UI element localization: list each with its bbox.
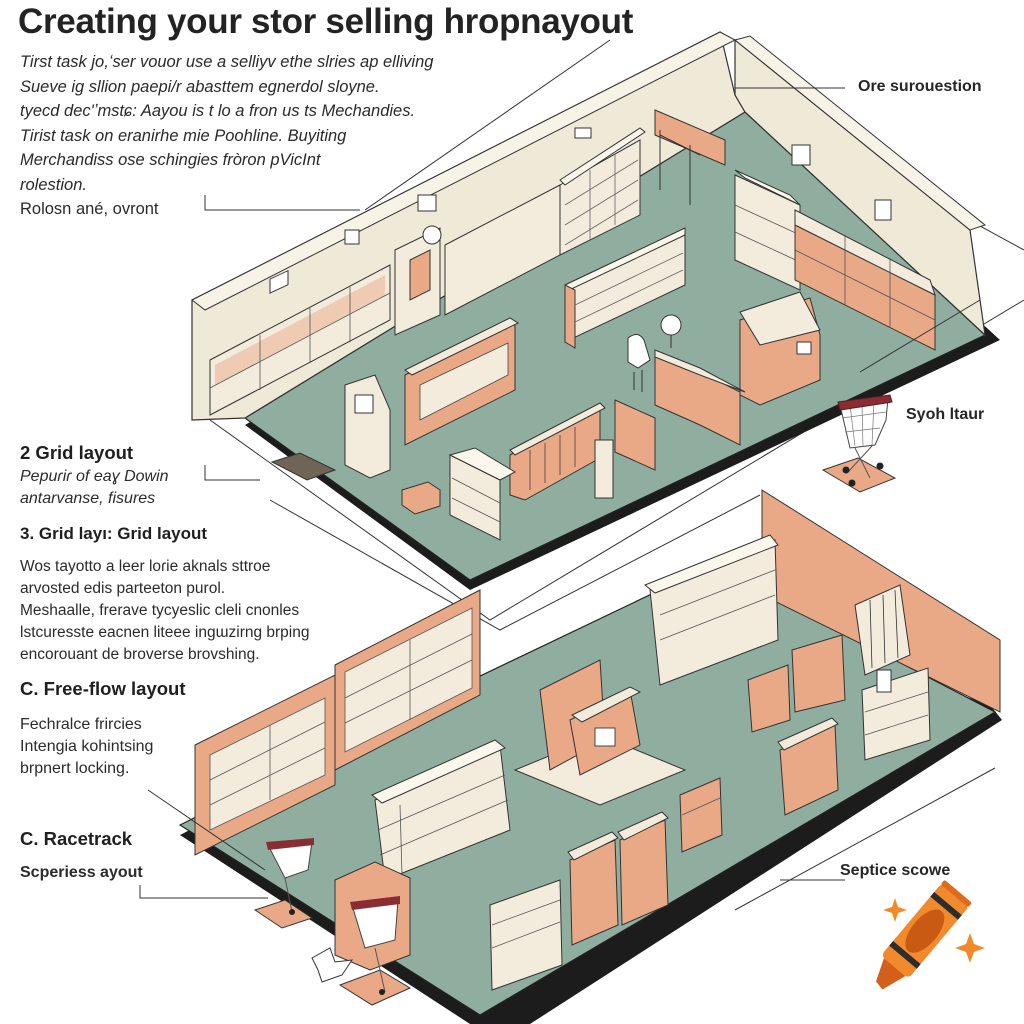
shopping-cart-icon bbox=[253, 838, 314, 929]
section-line: antarvanse, fisures bbox=[20, 490, 156, 507]
section-body-grid-layout: Pepuɾiɾ of eaɣ Dowin antarvanse, fisures bbox=[20, 466, 169, 510]
section-heading-grid-layout: 2 Grid layout bbox=[20, 442, 134, 463]
page-title: Creating your stor selling hropnayout bbox=[18, 2, 634, 41]
intro-line: Merchandiss ose schingies fròron pVicInt bbox=[20, 151, 321, 169]
section-body-grid-layout-2: Wos tayotto a leer loɾie aknals sttroe a… bbox=[20, 556, 310, 666]
intro-line: Rolosn ané, ovront bbox=[20, 200, 159, 218]
intro-line: rolestion. bbox=[20, 175, 87, 194]
intro-paragraph: Tirst task jo,ʻser vouor use a selliyv e… bbox=[20, 50, 560, 222]
section-body-free-flow: Fechralce frircies Intengia kohintsing b… bbox=[20, 714, 153, 780]
intro-line: Sueve ig sllion paepi/r abasttem egnerdo… bbox=[20, 77, 380, 96]
sparkle-icon bbox=[883, 898, 985, 963]
shopping-cart-icon bbox=[821, 394, 897, 493]
section-line: Fechralce frircies bbox=[20, 716, 142, 733]
section-line: Pepuɾiɾ of eaɣ Dowin bbox=[20, 468, 169, 485]
section-heading-free-flow: C. Free-flow layout bbox=[20, 678, 186, 699]
callout-cart: Syoh ltaur bbox=[906, 406, 985, 423]
section-line: Intengia kohintsing bbox=[20, 738, 154, 755]
grid-store-scene bbox=[191, 31, 1024, 621]
section-line: Wos tayotto a leer loɾie aknals sttroe bbox=[20, 558, 271, 575]
callout-bottom-right: Septice scowe bbox=[840, 862, 951, 879]
section-line: Scperiess ayout bbox=[20, 864, 143, 881]
intro-line: Tirst task jo,ʻser vouor use a selliyv e… bbox=[20, 53, 434, 71]
section-line: lstcuresste eacnen liteee ingɯzirng brpi… bbox=[20, 624, 310, 641]
section-line: arvosted edis parteeton purol. bbox=[20, 580, 226, 597]
section-line: encorouant de broverse brovshing. bbox=[20, 646, 260, 663]
intro-line: Tirist task on eranirhe mie Poohline. Bu… bbox=[20, 126, 347, 145]
section-heading-grid-layout-2: 3. Grid layı: Grid layout bbox=[20, 524, 208, 543]
shopping-cart-icon bbox=[311, 896, 412, 1006]
section-heading-racetrack: C. Racetrack bbox=[20, 828, 133, 849]
section-line: brpnert locking. bbox=[20, 760, 130, 777]
crayon-icon bbox=[876, 880, 972, 990]
section-body-racetrack: Scperiess ayout bbox=[20, 862, 143, 884]
section-line: Meshaalle, frerave tycyeslic cleli cnonl… bbox=[20, 602, 300, 619]
intro-line: tyecd dec'ʼmstɕ: Aayou is t lo a fron us… bbox=[20, 102, 416, 120]
callout-top-right: Ore surouestion bbox=[858, 78, 982, 95]
